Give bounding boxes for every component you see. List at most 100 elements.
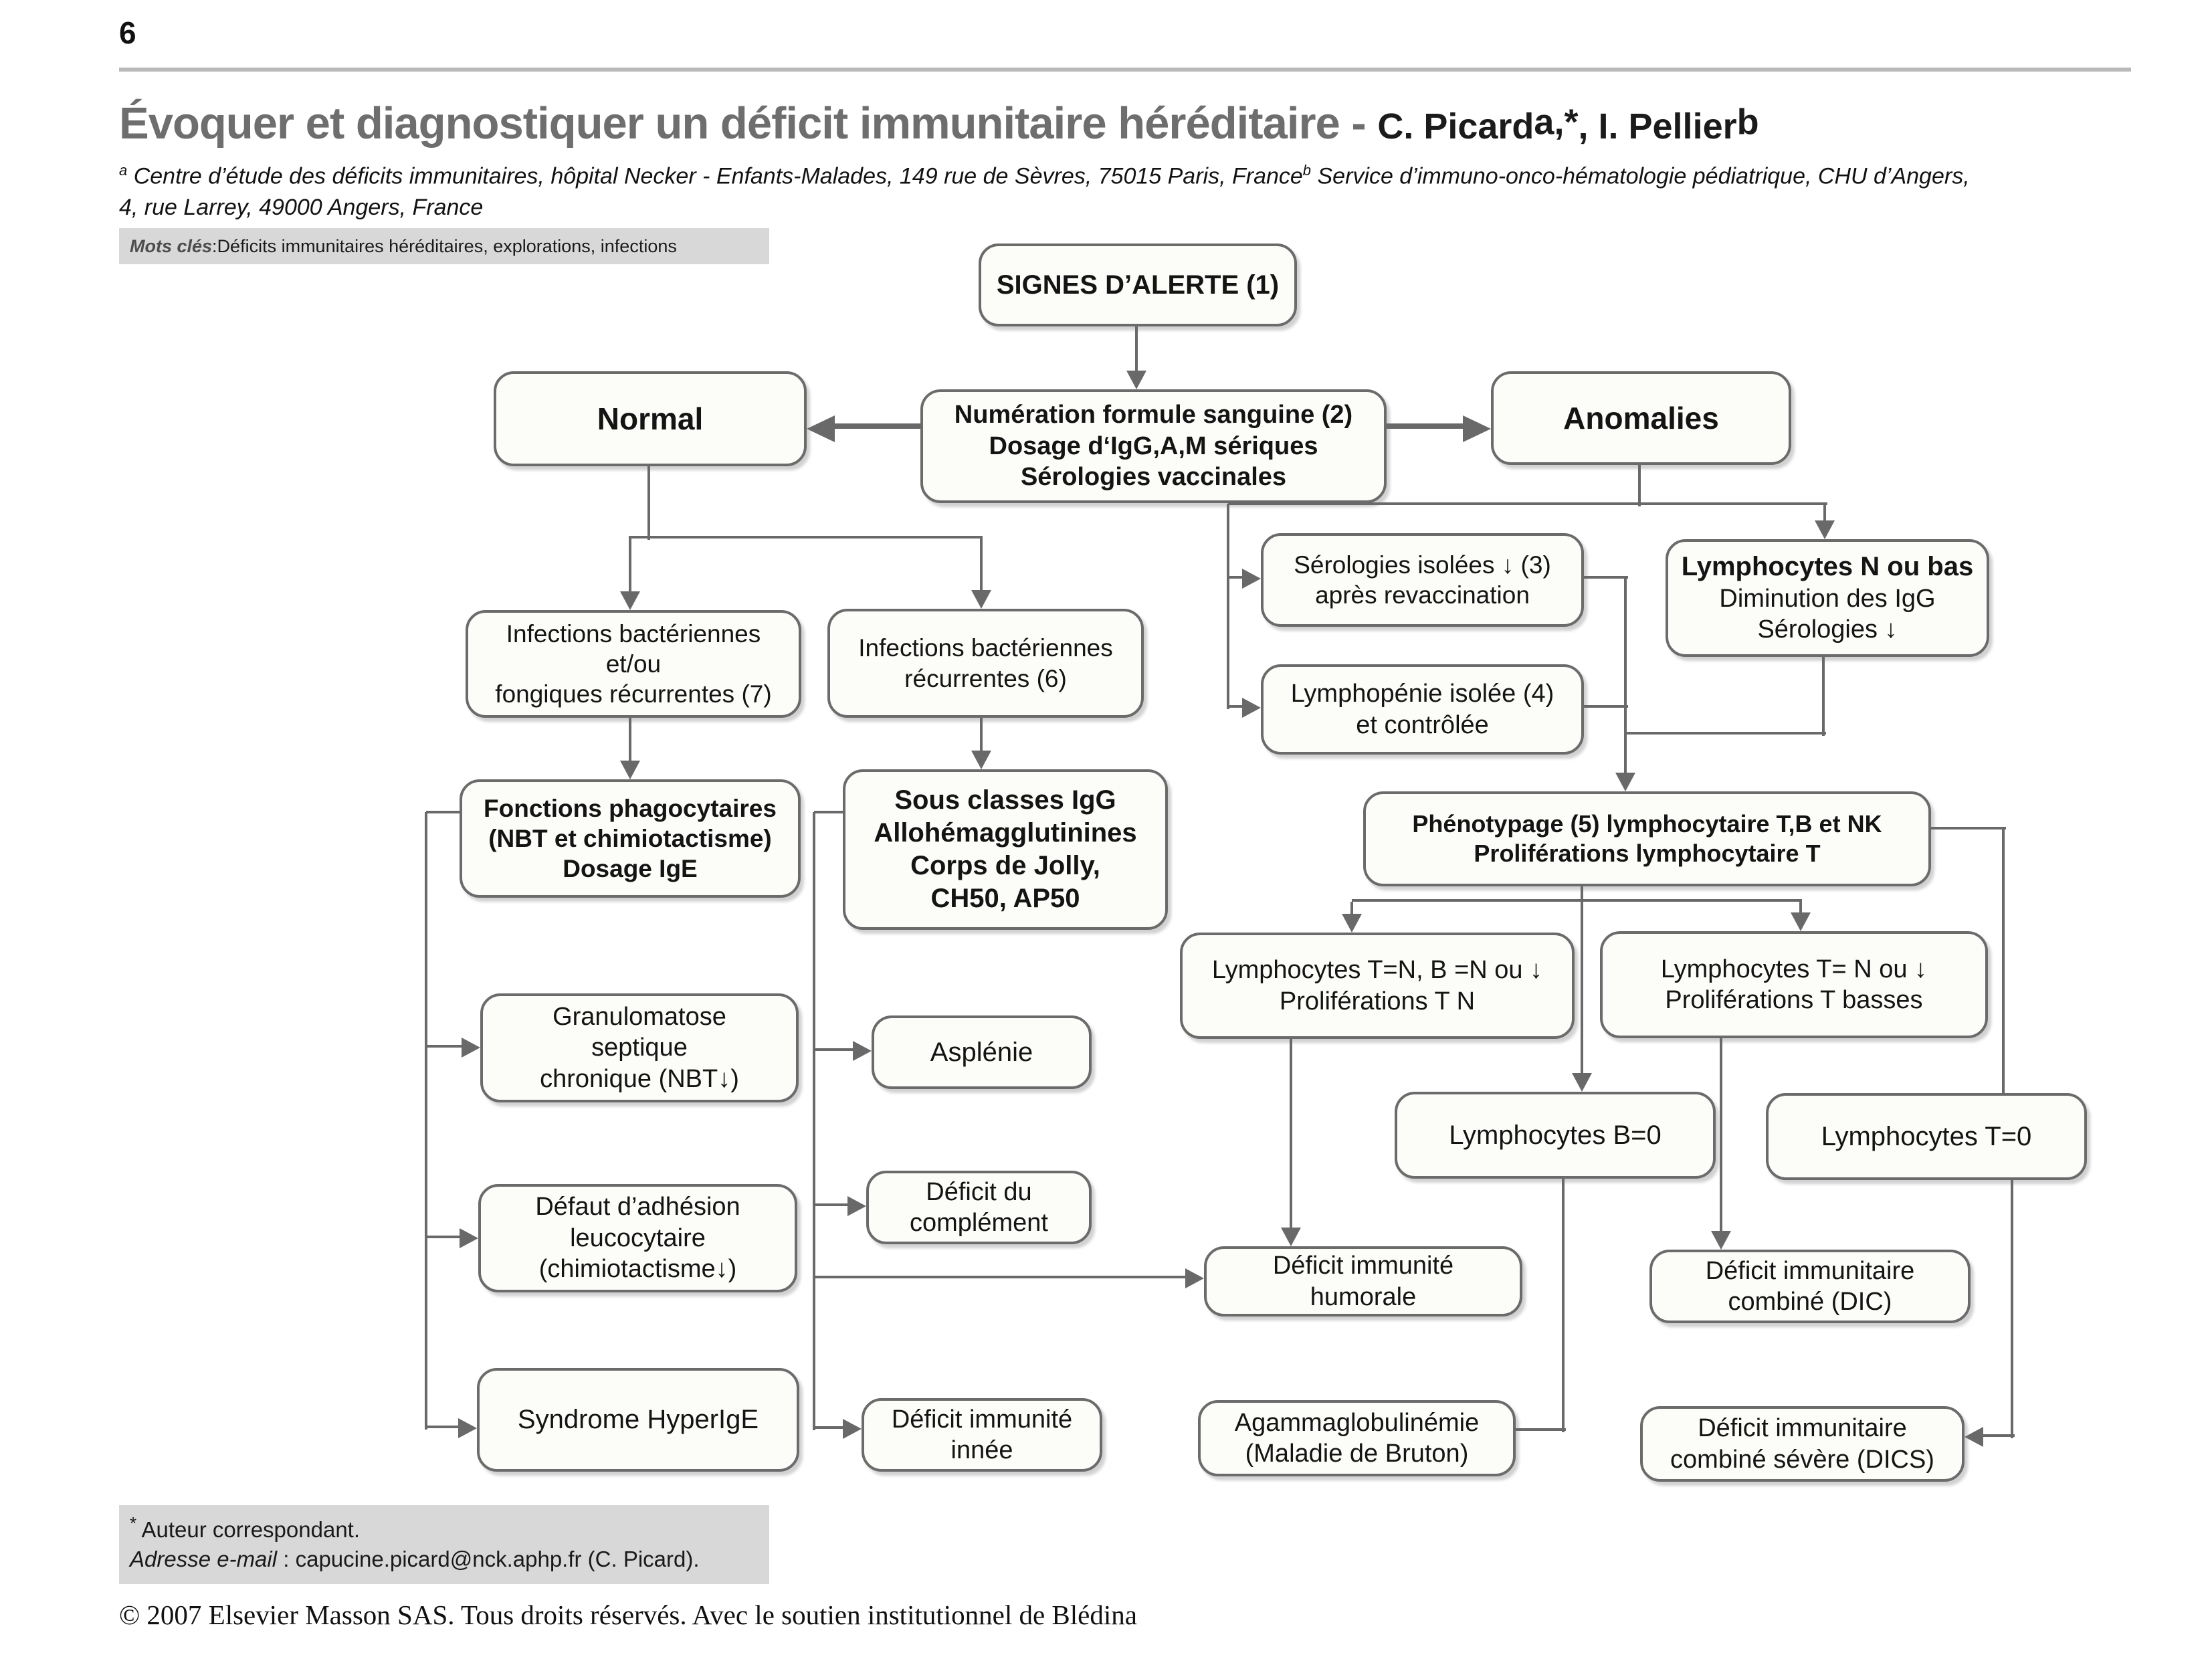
node-nfs-dosage: Numération formule sanguine (2) Dosage d… — [920, 389, 1387, 503]
node-deficit-innee-label: Déficit immunité innée — [891, 1405, 1073, 1464]
connector-line-vertical — [1799, 902, 1802, 915]
node-agammaglobulinemie: Agammaglobulinémie (Maladie de Bruton) — [1198, 1400, 1516, 1476]
node-asplenie: Asplénie — [872, 1015, 1092, 1089]
arrowhead-icon — [620, 591, 640, 610]
node-lymphocytes-n-ou-bas-detail: Diminution des IgG Sérologies ↓ — [1719, 585, 1936, 644]
connector-line-vertical — [1638, 465, 1641, 506]
connector-line-vertical — [1581, 886, 1583, 1076]
connector-line-horizontal — [426, 1236, 464, 1238]
keywords-band: Mots clés : Déficits immunitaires hérédi… — [119, 228, 769, 264]
node-lymphocytes-tn-bn: Lymphocytes T=N, B =N ou ↓ Prolifération… — [1180, 933, 1575, 1039]
affiliation-line2: 4, rue Larrey, 49000 Angers, France — [119, 195, 484, 221]
connector-line-vertical — [1823, 504, 1826, 523]
author-1-superscript: a,* — [1534, 102, 1579, 142]
connector-line-horizontal — [814, 1048, 857, 1051]
affiliation-b: Service d’immuno-onco-hématologie pédiat… — [1311, 163, 1970, 189]
node-dics: Déficit immunitaire combiné sévère (DICS… — [1640, 1406, 1965, 1482]
node-infections-fongiques-7: Infections bactériennes et/ou fongiques … — [466, 610, 801, 718]
node-infections-fongiques-7-label: Infections bactériennes et/ou fongiques … — [495, 619, 772, 708]
node-lymphocytes-n-ou-bas-title: Lymphocytes N ou bas — [1681, 552, 1974, 582]
node-fonctions-phagocytaires-label: Fonctions phagocytaires (NBT et chimiota… — [484, 794, 777, 883]
article-title: Évoquer et diagnostiquer un déficit immu… — [119, 98, 1378, 149]
node-agammaglobulinemie-label: Agammaglobulinémie (Maladie de Bruton) — [1234, 1408, 1480, 1468]
connector-line-horizontal — [832, 423, 920, 429]
node-lymphocytes-t0: Lymphocytes T=0 — [1766, 1093, 2087, 1180]
keywords-separator: : — [212, 235, 217, 256]
node-lymphocytes-b0-label: Lymphocytes B=0 — [1449, 1120, 1662, 1150]
email-address: capucine.picard@nck.aphp.fr (C. Picard). — [295, 1546, 700, 1571]
arrowhead-icon — [620, 761, 640, 779]
node-asplenie-label: Asplénie — [930, 1037, 1033, 1067]
connector-line-vertical — [1227, 504, 1229, 709]
author-1: C. Picard — [1377, 106, 1534, 147]
connector-line-horizontal — [814, 1426, 847, 1429]
arrowhead-icon — [1572, 1073, 1592, 1092]
connector-line-vertical — [1562, 1179, 1565, 1432]
connector-line-horizontal — [1516, 1428, 1566, 1431]
connector-line-horizontal — [1387, 423, 1466, 429]
connector-line-horizontal — [426, 1426, 462, 1428]
article-title-line: Évoquer et diagnostiquer un déficit immu… — [119, 98, 2166, 149]
connector-line-horizontal — [1228, 576, 1245, 579]
node-granulomatose: Granulomatose septique chronique (NBT↓) — [480, 993, 799, 1102]
connector-line-horizontal — [1228, 705, 1245, 708]
node-nfs-dosage-label: Numération formule sanguine (2) Dosage d… — [954, 401, 1353, 492]
node-deficit-innee: Déficit immunité innée — [862, 1398, 1102, 1472]
connector-line-horizontal — [1352, 899, 1802, 902]
node-lymphocytes-t-basses-label: Lymphocytes T= N ou ↓ Proliférations T b… — [1660, 955, 1928, 1014]
connector-line-vertical — [1624, 577, 1627, 775]
connector-line-vertical — [1720, 1038, 1722, 1234]
node-granulomatose-label: Granulomatose septique chronique (NBT↓) — [540, 1002, 739, 1093]
node-serologies-isolees-label: Sérologies isolées ↓ (3) après revaccina… — [1294, 551, 1551, 609]
author-2: I. Pellier — [1598, 106, 1737, 147]
node-deficit-complement-label: Déficit du complément — [910, 1177, 1048, 1237]
connector-line-vertical — [2002, 828, 2005, 1094]
arrowhead-icon — [847, 1196, 866, 1216]
header-rule — [119, 68, 2131, 72]
arrowhead-icon — [1185, 1268, 1204, 1288]
connector-line-horizontal — [814, 811, 843, 813]
node-normal-label: Normal — [597, 401, 704, 436]
email-separator: : — [277, 1546, 296, 1571]
connector-line-vertical — [1135, 326, 1138, 373]
node-lymphopenie-isolee-label: Lymphopénie isolée (4) et contrôlée — [1290, 680, 1554, 739]
connector-line-vertical — [1350, 902, 1353, 918]
affiliation-a: Centre d’étude des déficits immunitaires… — [127, 163, 1303, 189]
node-lymphocytes-t0-label: Lymphocytes T=0 — [1821, 1121, 2032, 1151]
node-lymphocytes-t-basses: Lymphocytes T= N ou ↓ Proliférations T b… — [1600, 931, 1988, 1038]
connector-line-horizontal — [1228, 502, 1827, 505]
node-dics-label: Déficit immunitaire combiné sévère (DICS… — [1670, 1414, 1934, 1474]
node-lymphocytes-b0: Lymphocytes B=0 — [1395, 1092, 1716, 1179]
node-signes-alerte: SIGNES D’ALERTE (1) — [979, 243, 1297, 326]
arrowhead-icon — [460, 1228, 478, 1248]
connector-line-horizontal — [814, 1203, 851, 1206]
connector-line-horizontal — [814, 1276, 1189, 1278]
connector-line-horizontal — [426, 811, 460, 813]
node-syndrome-hyperige-label: Syndrome HyperIgE — [517, 1405, 759, 1435]
node-syndrome-hyperige: Syndrome HyperIgE — [477, 1368, 799, 1472]
connector-line-vertical — [647, 466, 650, 540]
arrowhead-icon — [971, 590, 991, 609]
node-infections-recurrentes-6: Infections bactériennes récurrentes (6) — [827, 609, 1144, 718]
arrowhead-icon — [458, 1418, 477, 1438]
arrowhead-icon — [807, 415, 835, 442]
node-anomalies-label: Anomalies — [1563, 400, 1719, 435]
correspondence-band: * Auteur correspondant. Adresse e-mail :… — [119, 1505, 769, 1584]
node-dic: Déficit immunitaire combiné (DIC) — [1649, 1250, 1971, 1323]
node-anomalies: Anomalies — [1491, 371, 1791, 465]
email-label: Adresse e-mail — [130, 1546, 278, 1571]
connector-line-horizontal — [1584, 705, 1628, 708]
affiliations: a Centre d’étude des déficits immunitair… — [119, 161, 2166, 223]
connector-line-horizontal — [1584, 576, 1628, 579]
affiliation-superscript-a: a — [119, 162, 128, 179]
connector-line-horizontal — [1931, 827, 2006, 830]
arrowhead-icon — [462, 1038, 480, 1058]
arrowhead-icon — [1965, 1427, 1983, 1447]
connector-line-horizontal — [629, 536, 983, 539]
arrowhead-icon — [971, 751, 991, 769]
arrowhead-icon — [1342, 914, 1362, 933]
arrowhead-icon — [1281, 1228, 1301, 1246]
node-serologies-isolees: Sérologies isolées ↓ (3) après revaccina… — [1261, 533, 1584, 627]
node-sous-classes-igg: Sous classes IgG Allohémagglutinines Cor… — [843, 769, 1168, 930]
